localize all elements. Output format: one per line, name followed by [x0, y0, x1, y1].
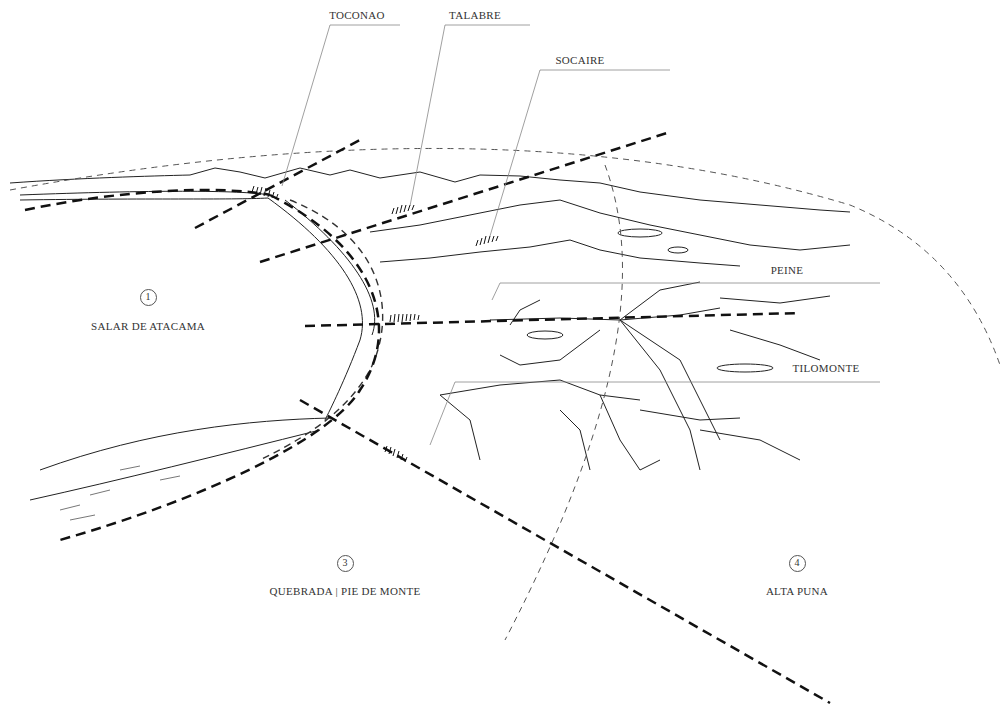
zone-number-circle: 1 [140, 289, 157, 306]
zone-boundaries [10, 132, 1000, 703]
zone-name: ALTA PUNA [764, 585, 830, 598]
village-name: PEINE [769, 264, 806, 277]
village-name: SOCAIRE [553, 54, 606, 67]
zone-number: 3 [343, 558, 348, 568]
village-name: TOCONAO [327, 9, 387, 22]
zone-name: QUEBRADA | PIE DE MONTE [268, 585, 423, 598]
zone-number: 4 [795, 558, 800, 568]
zone-number-circle: 3 [337, 555, 354, 572]
zone-name: SALAR DE ATACAMA [89, 320, 207, 333]
village-name: TALABRE [447, 9, 503, 22]
zone-number: 1 [146, 292, 151, 302]
leader-lines [282, 25, 880, 445]
village-name: TILOMONTE [791, 362, 862, 375]
terrain-lines [10, 168, 850, 520]
zone-number-circle: 4 [789, 555, 806, 572]
